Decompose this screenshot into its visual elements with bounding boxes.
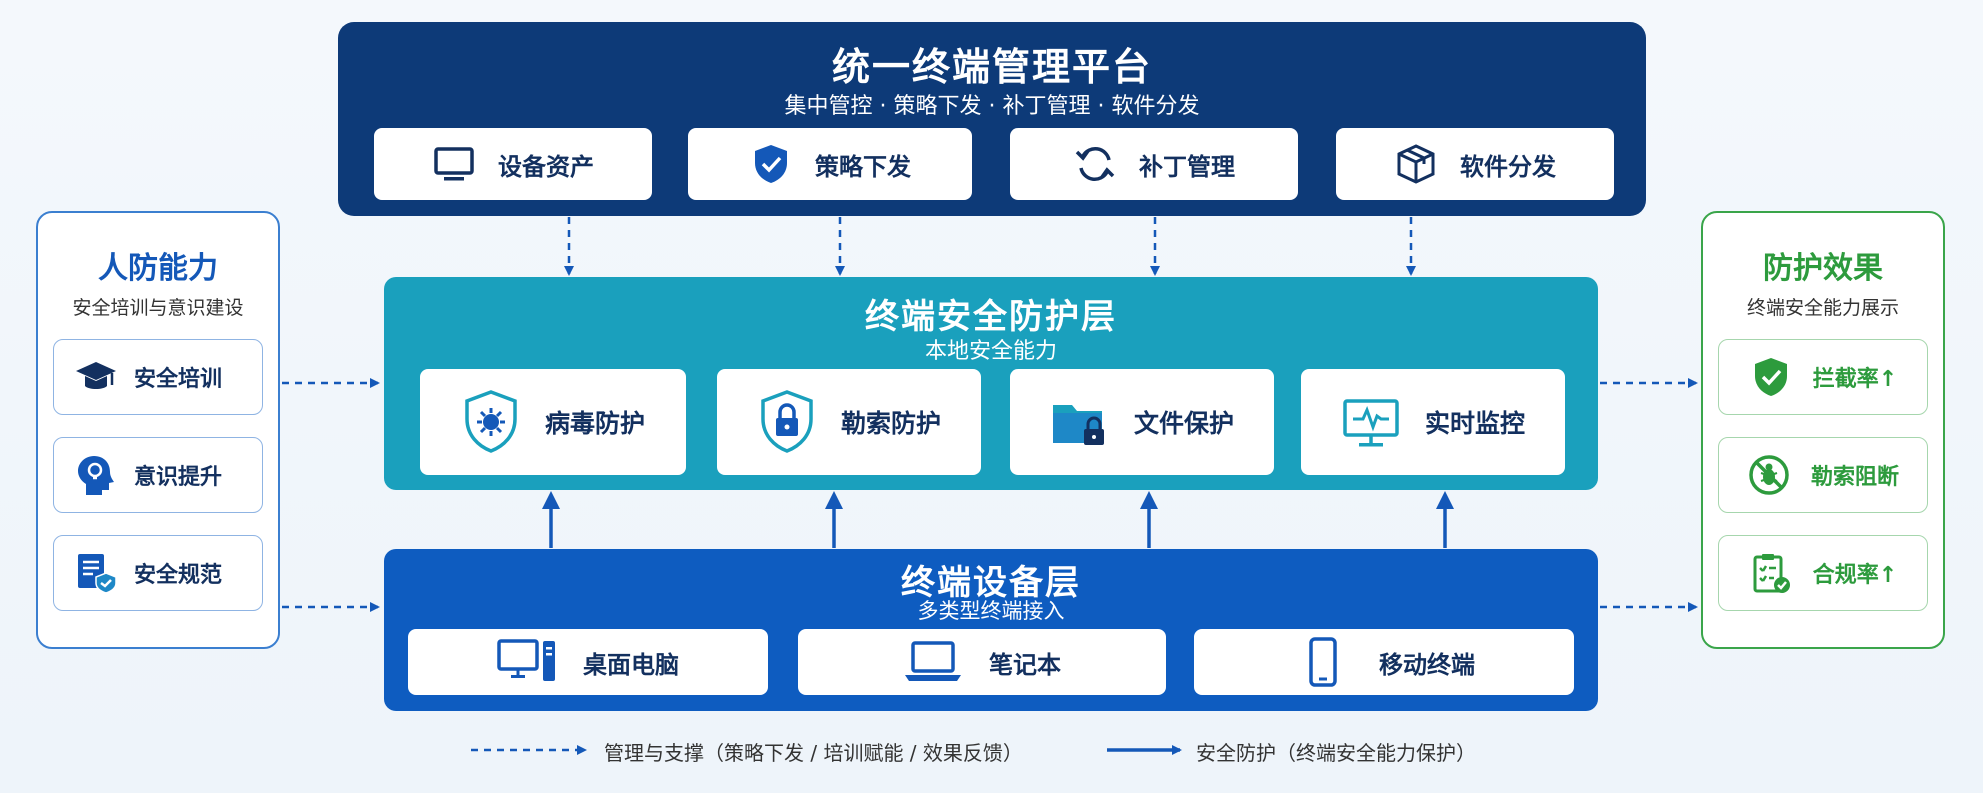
folder-lock-icon: [1052, 405, 1104, 445]
document-shield-icon: [78, 554, 117, 594]
protection-layer: 终端安全防护层 本地安全能力 病毒防护 勒索防护 文件保护 实时监控: [384, 277, 1598, 490]
device-card-label: 桌面电脑: [583, 650, 679, 679]
protection-title: 终端安全防护层: [865, 297, 1117, 337]
human-item-label: 安全培训: [134, 367, 223, 392]
laptop-icon: [905, 641, 961, 681]
protection-card-antivirus[interactable]: 病毒防护: [420, 369, 686, 475]
virus-shield-icon: [465, 390, 517, 453]
platform-dashed-arrows: [282, 217, 1698, 755]
human-item-awareness[interactable]: 意识提升: [53, 437, 263, 513]
protection-card-label: 勒索防护: [840, 409, 941, 438]
management-platform: 统一终端管理平台 集中管控 · 策略下发 · 补丁管理 · 软件分发 设备资产 …: [338, 22, 1646, 216]
platform-title: 统一终端管理平台: [831, 45, 1152, 89]
human-item-label: 安全规范: [134, 563, 223, 588]
platform-card-asset[interactable]: 设备资产: [374, 128, 652, 200]
monitor-icon: [434, 147, 474, 181]
protection-card-file[interactable]: 文件保护: [1010, 369, 1274, 475]
lock-shield-icon: [761, 390, 813, 453]
device-subtitle: 多类型终端接入: [917, 599, 1065, 623]
device-card-label: 笔记本: [989, 650, 1061, 679]
platform-card-policy[interactable]: 策略下发: [688, 128, 972, 200]
shield-check-icon: [1754, 358, 1787, 396]
human-subtitle: 安全培训与意识建设: [72, 297, 244, 319]
protection-card-label: 实时监控: [1424, 409, 1525, 438]
human-item-training[interactable]: 安全培训: [53, 339, 263, 415]
effect-subtitle: 终端安全能力展示: [1746, 297, 1899, 319]
graduation-cap-icon: [76, 362, 116, 389]
protection-card-ransomware[interactable]: 勒索防护: [717, 369, 981, 475]
protection-card-monitor[interactable]: 实时监控: [1301, 369, 1565, 475]
clipboard-check-icon: [1753, 554, 1790, 593]
human-item-label: 意识提升: [134, 465, 223, 490]
effect-item-label: 合规率↑: [1812, 563, 1898, 588]
human-title: 人防能力: [98, 251, 218, 286]
head-lightbulb-icon: [78, 456, 114, 495]
bug-blocked-icon: [1749, 455, 1789, 495]
shield-check-icon: [755, 145, 787, 183]
device-solid-arrows: [542, 491, 1454, 755]
protection-effect-panel: 防护效果 终端安全能力展示 拦截率↑ 勒索阻断 合规率↑: [1701, 211, 1945, 649]
human-defense-panel: 人防能力 安全培训与意识建设 安全培训 意识提升 安全规范: [36, 211, 280, 649]
legend-dashed-label: 管理与支撑（策略下发 / 培训赋能 / 效果反馈）: [604, 741, 1023, 765]
device-card-label: 移动终端: [1379, 650, 1475, 679]
mobile-phone-icon: [1309, 637, 1337, 687]
platform-card-patch[interactable]: 补丁管理: [1010, 128, 1298, 200]
platform-card-label: 软件分发: [1460, 152, 1556, 181]
effect-item-compliance[interactable]: 合规率↑: [1718, 535, 1928, 611]
device-card-mobile[interactable]: 移动终端: [1194, 629, 1574, 695]
device-layer: 终端设备层 多类型终端接入 桌面电脑 笔记本 移动终端: [384, 549, 1598, 711]
device-card-laptop[interactable]: 笔记本: [798, 629, 1166, 695]
device-title: 终端设备层: [901, 563, 1081, 603]
monitor-pulse-icon: [1343, 399, 1399, 447]
effect-item-ransom-block[interactable]: 勒索阻断: [1718, 437, 1928, 513]
platform-card-label: 策略下发: [815, 152, 911, 181]
package-icon: [1397, 144, 1435, 184]
legend-solid-label: 安全防护（终端安全能力保护）: [1196, 741, 1476, 765]
platform-card-label: 设备资产: [498, 152, 594, 181]
effect-title: 防护效果: [1763, 251, 1883, 286]
protection-card-label: 病毒防护: [544, 409, 645, 438]
desktop-computer-icon: [497, 639, 555, 681]
protection-subtitle: 本地安全能力: [924, 339, 1057, 364]
protection-card-label: 文件保护: [1133, 409, 1234, 438]
device-card-desktop[interactable]: 桌面电脑: [408, 629, 768, 695]
effect-item-intercept[interactable]: 拦截率↑: [1718, 339, 1928, 415]
platform-card-software[interactable]: 软件分发: [1336, 128, 1614, 200]
platform-subtitle: 集中管控 · 策略下发 · 补丁管理 · 软件分发: [784, 94, 1200, 119]
human-item-regulation[interactable]: 安全规范: [53, 535, 263, 611]
effect-item-label: 拦截率↑: [1812, 367, 1898, 392]
effect-item-label: 勒索阻断: [1810, 465, 1899, 490]
platform-card-label: 补丁管理: [1139, 152, 1235, 181]
refresh-icon: [1075, 147, 1115, 181]
